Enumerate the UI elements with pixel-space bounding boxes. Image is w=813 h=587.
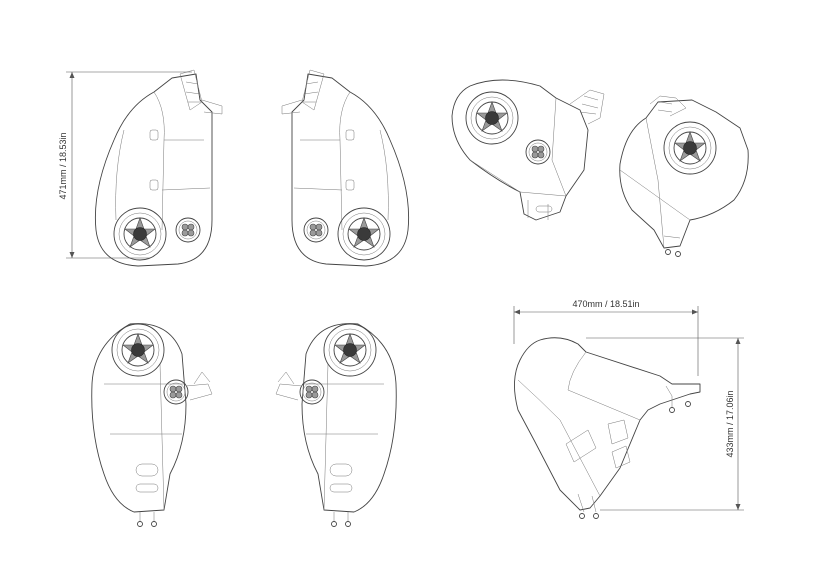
height-dimension-front: 471mm / 18.53in bbox=[58, 71, 192, 259]
three-quarter-view-left-pod bbox=[451, 79, 605, 221]
rear-view-right-pod bbox=[276, 324, 396, 527]
rear-view-left-pod bbox=[92, 324, 212, 527]
width-side-label: 470mm / 18.51in bbox=[572, 299, 639, 309]
width-dimension-side: 470mm / 18.51in bbox=[513, 299, 699, 376]
height-side-label: 433mm / 17.06in bbox=[725, 390, 735, 457]
three-quarter-view-right-pod bbox=[619, 95, 749, 257]
side-view-pod bbox=[514, 337, 701, 519]
front-view-left-pod bbox=[95, 70, 222, 266]
height-front-label: 471mm / 18.53in bbox=[58, 132, 68, 199]
front-view-right-pod bbox=[282, 70, 409, 266]
height-dimension-side: 433mm / 17.06in bbox=[586, 337, 744, 511]
